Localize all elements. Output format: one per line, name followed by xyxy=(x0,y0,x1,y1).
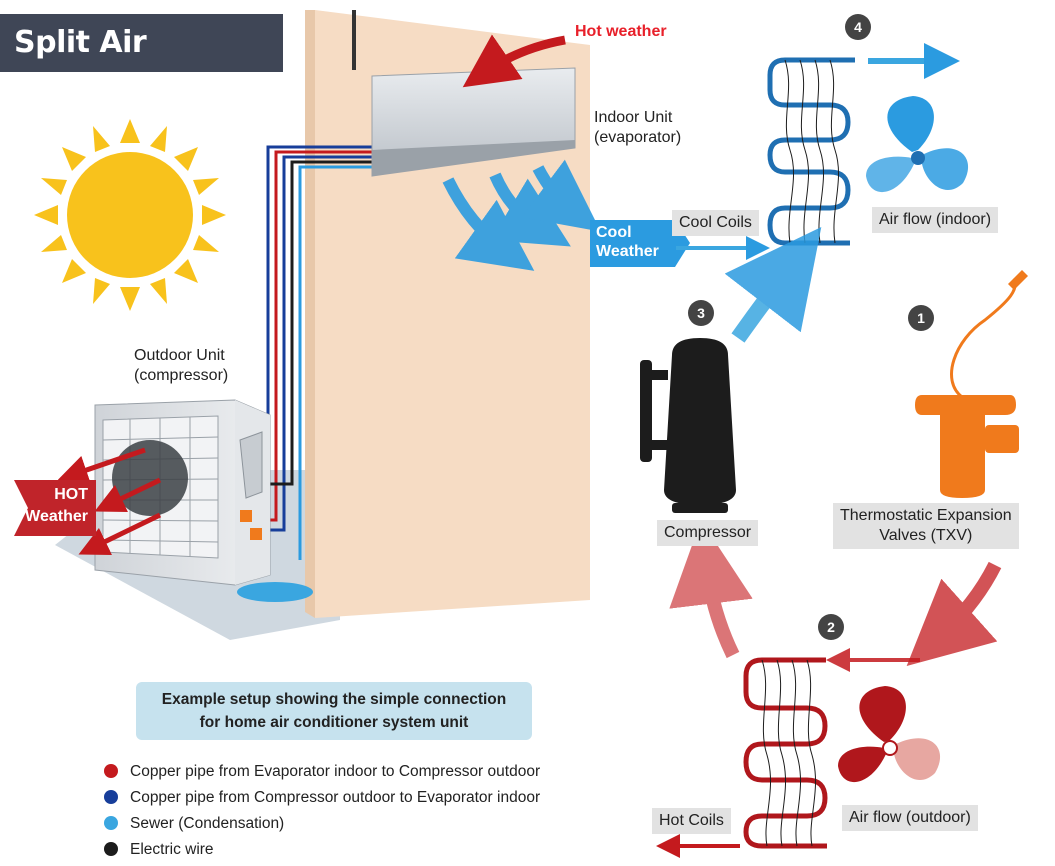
cool-weather-flag xyxy=(590,220,690,267)
hot-weather-flag xyxy=(14,480,96,536)
step-badge-2: 2 xyxy=(818,614,844,640)
legend-dot-icon xyxy=(104,842,118,856)
legend-item-red-pipe: Copper pipe from Evaporator indoor to Co… xyxy=(104,762,540,782)
legend-dot-icon xyxy=(104,816,118,830)
hot-flag-line2: Weather xyxy=(25,508,88,525)
sun-icon xyxy=(34,119,226,311)
legend-item-sewer: Sewer (Condensation) xyxy=(104,814,284,834)
air-flow-outdoor-label: Air flow (outdoor) xyxy=(842,805,978,831)
cool-coils-label: Cool Coils xyxy=(672,210,759,236)
legend-label: Sewer (Condensation) xyxy=(130,815,285,832)
txv-label: Thermostatic Expansion Valves (TXV) xyxy=(833,503,1019,549)
indoor-unit-label-line1: Indoor Unit xyxy=(594,109,673,126)
compressor-label: Compressor xyxy=(657,520,759,546)
step-badge-4: 4 xyxy=(845,14,871,40)
step-badge-3: 3 xyxy=(688,300,714,326)
example-caption-line2: for home air conditioner system unit xyxy=(199,714,469,731)
hot-weather-arrow xyxy=(462,34,566,88)
legend-dot-icon xyxy=(104,764,118,778)
indoor-unit-label: Indoor Unit (evaporator) xyxy=(594,108,681,148)
compressor-to-coil-arrow xyxy=(724,226,822,343)
legend-label: Copper pipe from Evaporator indoor to Co… xyxy=(130,763,541,780)
cool-weather-flag-text: Cool Weather xyxy=(590,220,688,267)
expansion-valve-icon xyxy=(915,270,1028,498)
condenser-coil xyxy=(743,657,828,849)
outdoor-unit-label: Outdoor Unit (compressor) xyxy=(134,346,228,386)
condensation-puddle xyxy=(237,582,313,602)
txv-to-hotcoil-arrow xyxy=(906,561,1002,666)
hotcoil-to-compressor-arrow xyxy=(669,520,753,659)
legend-item-blue-pipe: Copper pipe from Compressor outdoor to E… xyxy=(104,788,540,808)
txv-label-line2: Valves (TXV) xyxy=(879,527,973,544)
legend-label: Copper pipe from Compressor outdoor to E… xyxy=(130,789,541,806)
outdoor-fan-icon xyxy=(838,686,941,783)
cool-flag-line2: Weather xyxy=(596,243,659,260)
indoor-unit-label-line2: (evaporator) xyxy=(594,129,682,146)
cool-flag-line1: Cool xyxy=(596,224,632,241)
evaporator-coil xyxy=(767,57,855,246)
indoor-cool-air-arrows xyxy=(442,159,601,271)
hot-coils-label: Hot Coils xyxy=(652,808,731,834)
hot-weather-flag-text: HOT Weather xyxy=(14,480,96,536)
page-title: Split Air Conditioner xyxy=(0,14,283,118)
hot-flag-line1: HOT xyxy=(54,486,88,503)
indoor-fan-icon xyxy=(866,96,969,193)
hot-weather-label: Hot weather xyxy=(575,23,667,40)
legend-label: Electric wire xyxy=(130,841,214,858)
outdoor-hot-air-arrows xyxy=(57,447,162,555)
example-caption-line1: Example setup showing the simple connect… xyxy=(161,691,507,708)
air-flow-indoor-label: Air flow (indoor) xyxy=(872,207,999,233)
step-badge-1: 1 xyxy=(908,305,934,331)
outdoor-unit xyxy=(94,399,271,586)
outdoor-unit-label-line1: Outdoor Unit xyxy=(134,347,225,364)
legend-dot-icon xyxy=(104,790,118,804)
outdoor-unit-label-line2: (compressor) xyxy=(134,367,229,384)
txv-label-line1: Thermostatic Expansion xyxy=(840,507,1012,524)
compressor-icon xyxy=(640,338,736,513)
example-caption: Example setup showing the simple connect… xyxy=(136,682,532,740)
legend-item-wire: Electric wire xyxy=(104,840,214,860)
